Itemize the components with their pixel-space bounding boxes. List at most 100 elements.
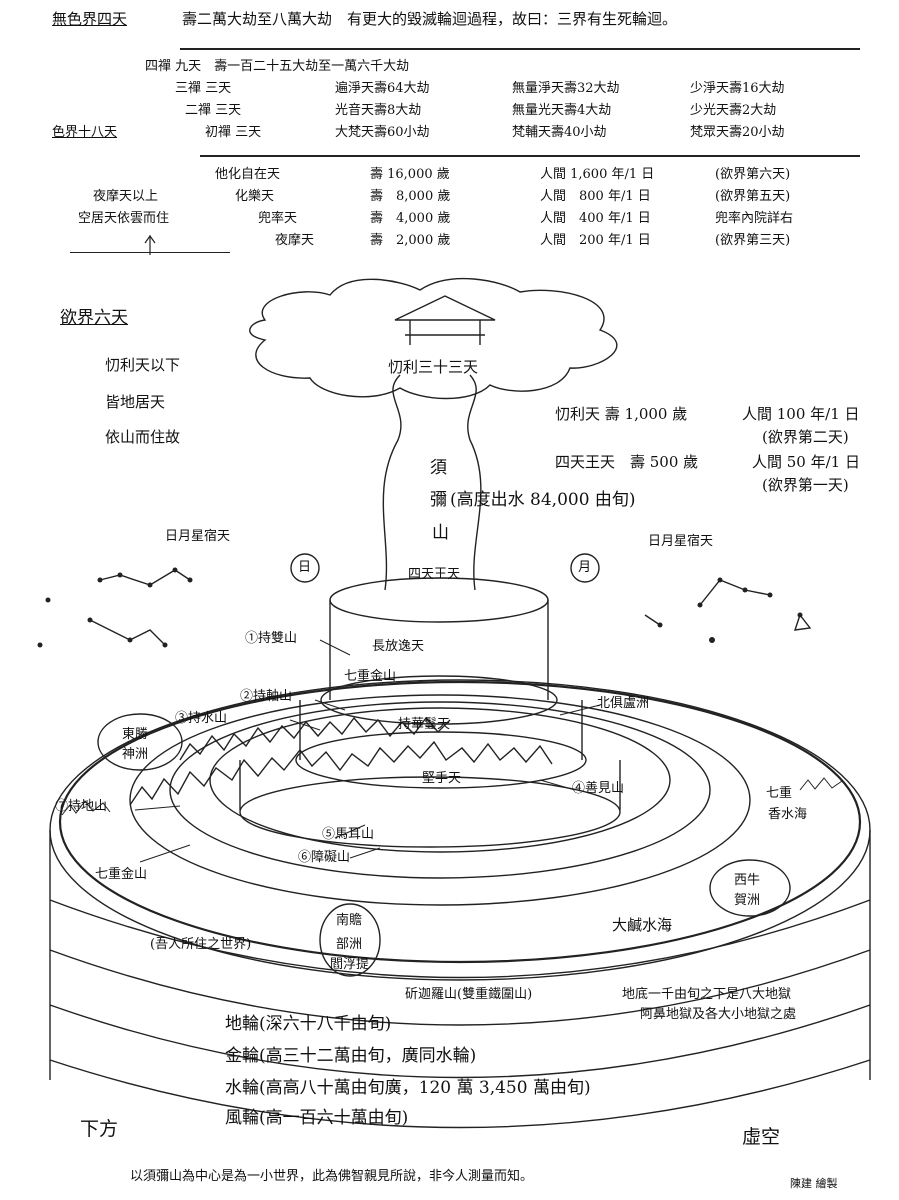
dhyana3-c: 少淨天壽16大劫 <box>690 81 785 96</box>
mountain-1-label: ①持雙山 <box>245 631 298 646</box>
east-continent-oval <box>97 713 183 771</box>
dhyana2-b: 無量光天壽4大劫 <box>512 103 612 118</box>
constellation-left-1 <box>99 569 191 586</box>
footer-caption: 以須彌山為中心是為一小世界，此為佛智親見所說，非今人測量而知。 <box>130 1169 534 1184</box>
upper-row-4-name: 夜摩天 <box>275 233 315 248</box>
stars-right-label: 日月星宿天 <box>648 534 714 549</box>
water-wheel-band <box>49 1004 871 1079</box>
upper-row-3-life: 壽 4,000 歲 <box>370 211 451 226</box>
divider-mid <box>200 155 860 157</box>
upper-row-1-life: 壽 16,000 歲 <box>370 167 450 182</box>
dhyana2-label: 二禪 三天 <box>185 103 242 118</box>
constellation-right-2 <box>644 613 812 631</box>
upper-note-1: 夜摩天以上 <box>93 189 159 204</box>
mountain-ring-2 <box>179 716 451 761</box>
mountain-7-label: ⑦持地山 <box>55 799 108 814</box>
upper-row-1-human: 人間 1,600 年/1 日 <box>540 167 655 182</box>
sumeru-char-1: 須 <box>430 458 447 478</box>
leader-lines <box>134 235 601 863</box>
form-realm-label: 色界十八天 <box>52 125 118 140</box>
tier-3-label: 堅手天 <box>422 771 462 786</box>
seven-gold-inner2 <box>209 707 671 853</box>
trayastrimsa-life: 忉利天 壽 1,000 歲 <box>555 405 688 423</box>
seven-gold-disk <box>129 694 751 906</box>
wind-wheel-band <box>49 1059 871 1129</box>
sumeru-tier-3 <box>239 760 621 810</box>
cloud-top <box>249 277 618 400</box>
east-continent-label-2: 神洲 <box>122 747 149 762</box>
mountain-3-label: ③持水山 <box>175 711 228 726</box>
upper-row-4-human: 人間 200 年/1 日 <box>540 233 651 248</box>
moon-label: 月 <box>578 560 592 575</box>
four-kings-note: (欲界第一天) <box>762 476 849 494</box>
desire-note-1: 忉利天以下 <box>105 356 181 374</box>
sumeru-tier-2-bot <box>295 731 587 789</box>
divider-top <box>180 48 860 50</box>
upper-row-2-life: 壽 8,000 歲 <box>370 189 451 204</box>
dhyana2-a: 光音天壽8大劫 <box>335 103 422 118</box>
formless-realm-text: 壽二萬大劫至八萬大劫 有更大的毀滅輪迴過程，故曰：三界有生死輪迴。 <box>182 10 678 28</box>
desire-note-2: 皆地居天 <box>105 393 166 411</box>
north-continent-label: 北俱盧洲 <box>597 696 650 711</box>
stars-left-label: 日月星宿天 <box>165 529 231 544</box>
upper-row-1-note: (欲界第六天) <box>715 167 791 182</box>
water-wheel-label: 水輪(高高八十萬由旬廣，120 萬 3,450 萬由旬) <box>225 1078 591 1098</box>
hell-note-2: 阿鼻地獄及各大小地獄之處 <box>640 1007 797 1022</box>
below-label: 下方 <box>80 1118 119 1140</box>
mountain-ring-1 <box>129 740 553 806</box>
mountain-4-label: ④善見山 <box>572 781 625 796</box>
seven-sea-label-2: 香水海 <box>768 807 808 822</box>
our-world-label: (吾人所住之世界) <box>150 937 252 952</box>
seven-gold-inner <box>169 701 711 879</box>
mountain-6-label: ⑥障礙山 <box>298 850 351 865</box>
earth-wheel-label: 地輪(深六十八千由旬) <box>225 1014 392 1034</box>
dhyana1-c: 梵眾天壽20小劫 <box>690 125 785 140</box>
dhyana3-label: 三禪 三天 <box>175 81 232 96</box>
sun-label: 日 <box>298 560 312 575</box>
sumeru-tier-1 <box>329 600 549 700</box>
seven-gold-label: 七重金山 <box>95 867 148 882</box>
sumeru-tier-1-bot <box>320 675 558 725</box>
upper-row-2-name: 化樂天 <box>235 189 275 204</box>
dhyana1-label: 初禪 三天 <box>205 125 262 140</box>
upper-row-2-human: 人間 800 年/1 日 <box>540 189 651 204</box>
dhyana3-b: 無量淨天壽32大劫 <box>512 81 620 96</box>
trayastrimsa-note: (欲界第二天) <box>762 428 849 446</box>
sumeru-column <box>382 374 482 591</box>
constellation-left-2 <box>89 619 166 646</box>
constellation-right-1 <box>699 579 771 606</box>
south-continent-label-3: 閻浮提 <box>330 957 370 972</box>
south-continent-label-2: 部洲 <box>336 937 363 952</box>
sumeru-tier-1-top <box>329 577 549 623</box>
upper-row-4-note: (欲界第三天) <box>715 233 791 248</box>
upper-row-3-note: 兜率內院詳右 <box>715 211 794 226</box>
sumeru-char-3: 山 <box>432 523 449 543</box>
tier-2-label: 持華鬘天 <box>398 717 451 732</box>
iron-ring-rim <box>58 680 862 964</box>
dhyana3-a: 遍淨天壽64大劫 <box>335 81 430 96</box>
sumeru-tier-3-bot <box>239 776 621 848</box>
palace-roof <box>394 295 496 345</box>
upper-row-4-life: 壽 2,000 歲 <box>370 233 451 248</box>
desire-note-3: 依山而住故 <box>105 428 181 446</box>
base-outline <box>49 830 871 1080</box>
iron-ring-peaks <box>61 777 851 816</box>
wind-wheel-label: 風輪(高一百六十萬由旬) <box>225 1108 409 1128</box>
east-continent-label-1: 東勝 <box>122 727 149 742</box>
seven-sea-label-1: 七重 <box>766 786 793 801</box>
mountain-2-label: ②持軸山 <box>240 689 293 704</box>
dhyana1-b: 梵輔天壽40小劫 <box>512 125 607 140</box>
sumeru-char-2: 彌 <box>430 490 447 510</box>
mountain-5-label: ⑤馬耳山 <box>322 827 375 842</box>
dhyana1-a: 大梵天壽60小劫 <box>335 125 430 140</box>
gold-wheel-label: 金輪(高三十二萬由旬，廣同水輪) <box>225 1046 477 1066</box>
hell-note-1: 地底一千由旬之下是八大地獄 <box>622 987 792 1002</box>
upper-row-2-note: (欲界第五天) <box>715 189 791 204</box>
formless-realm-label: 無色界四天 <box>52 10 128 28</box>
west-continent-oval <box>709 859 791 917</box>
seven-gold-inner-label: 七重金山 <box>344 669 397 684</box>
dhyana2-c: 少光天壽2大劫 <box>690 103 777 118</box>
void-label: 虛空 <box>742 1126 781 1148</box>
dhyana4-row: 四禪 九天 壽一百二十五大劫至一萬六千大劫 <box>145 59 410 74</box>
